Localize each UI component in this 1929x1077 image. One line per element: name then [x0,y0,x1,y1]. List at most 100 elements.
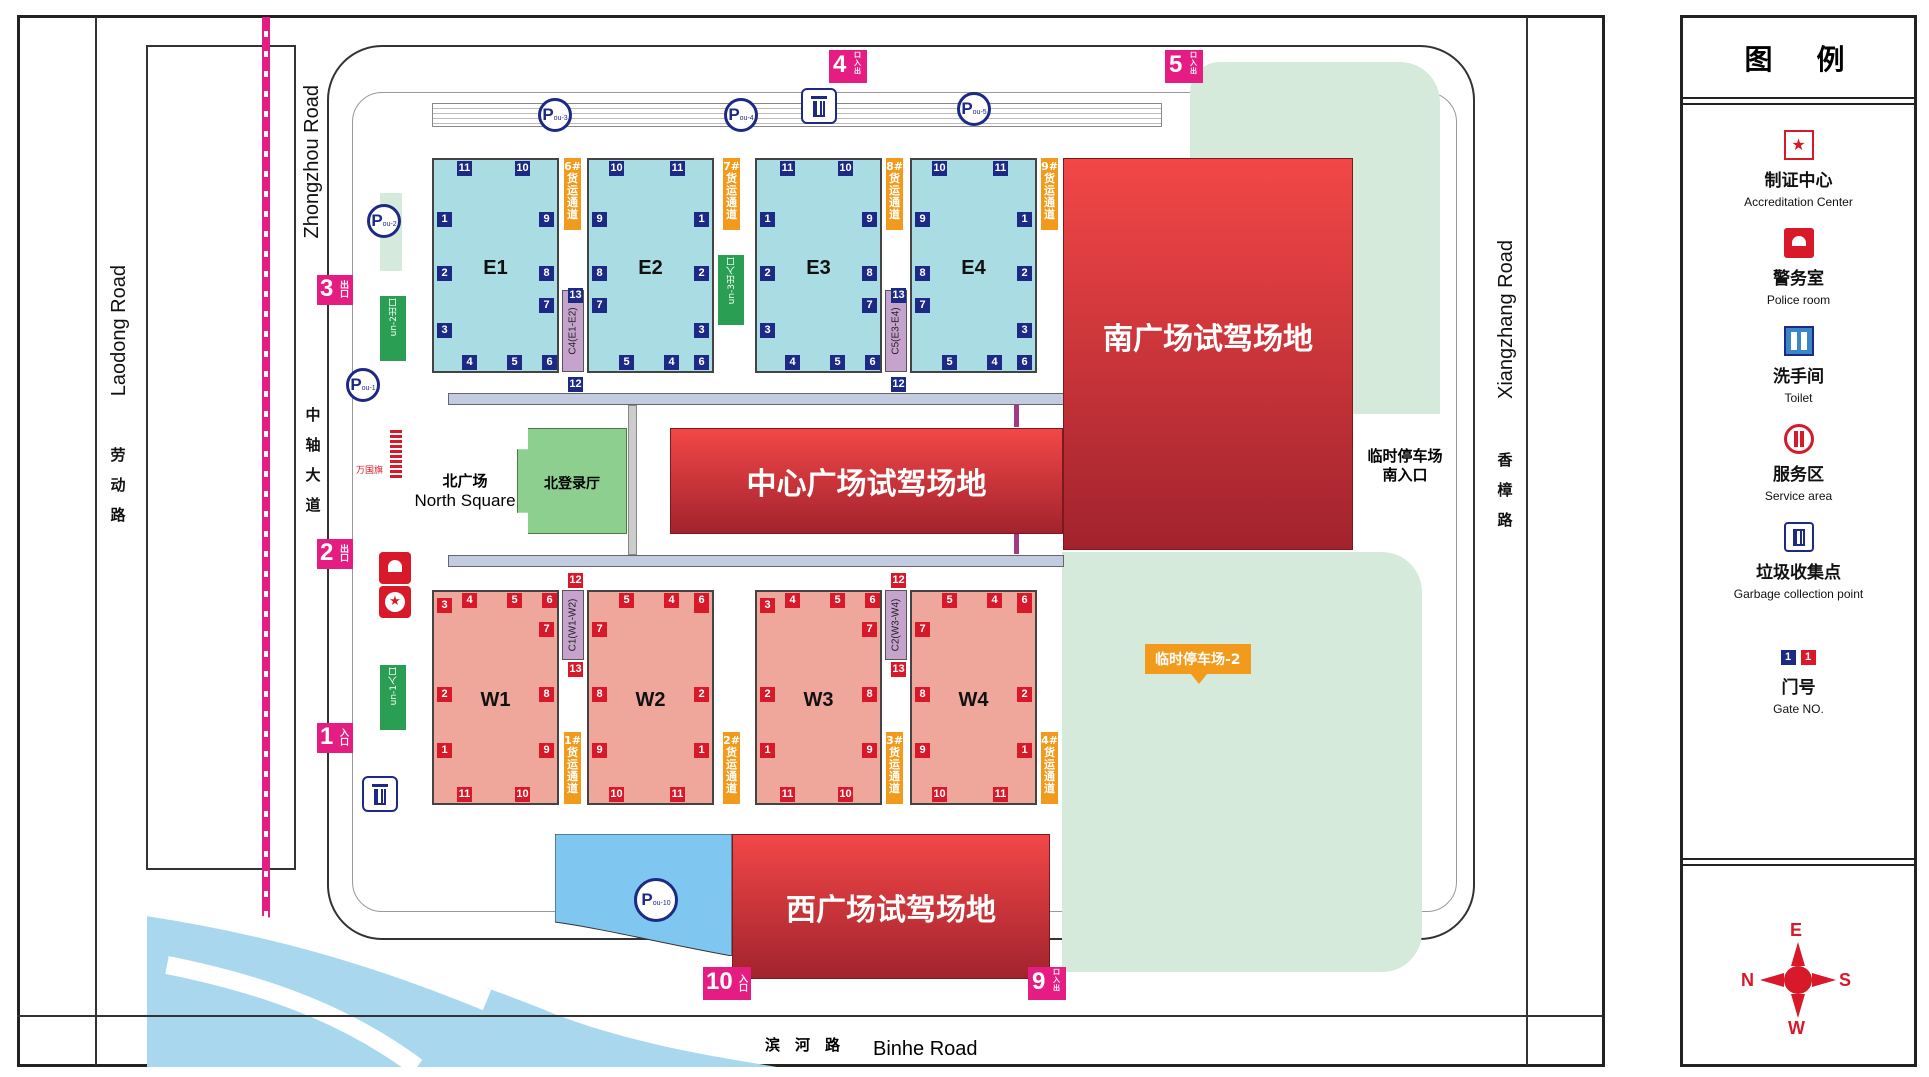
garbage-icon [1783,522,1814,552]
gate-number-marker: 1 [1017,743,1032,758]
cargo-channel-4: 4#货运通道 [1041,732,1058,804]
cargo-channel-6: 6#货运通道 [564,158,581,230]
cargo-channel-9: 9#货运通道 [1041,158,1058,230]
gate-number-marker: 9 [915,212,930,227]
gate-number-marker: 6 [865,593,880,608]
gate-number-marker: 7 [592,298,607,313]
gate-number-marker: 2 [760,266,775,281]
parking-10-icon[interactable]: Pou-10 [634,878,678,922]
east-corridor-top [448,393,1064,405]
gate-number-marker: 8 [915,266,930,281]
police-room-icon[interactable] [379,552,411,584]
garbage-icon[interactable] [801,88,837,124]
gate-number-marker: 7 [862,622,877,637]
gate-number-marker: 7 [539,298,554,313]
bus-stop-1-entrance[interactable]: un-1入口 [380,665,406,730]
lawn-southeast [1062,552,1422,972]
temp-parking-2-label[interactable]: 临时停车场-2 [1145,644,1251,674]
parking-3-icon[interactable]: Pou-3 [538,98,572,132]
gate-number-marker: 8 [539,266,554,281]
compass-west: W [1788,1018,1805,1038]
gate-number-marker: 12 [891,377,906,392]
gate-number-marker: 8 [539,687,554,702]
hall-w4[interactable]: W4 [910,590,1037,805]
gate-number-icon: 1 1 [1780,650,1817,665]
gate-number-marker: 3 [760,598,775,613]
parking-4-icon[interactable]: Pou-4 [724,98,758,132]
gate-number-marker: 10 [932,787,947,802]
gate-number-marker: 3 [760,323,775,338]
gate-number-marker: 1 [694,212,709,227]
accreditation-center-icon[interactable]: ★ [379,586,411,618]
hall-e2[interactable]: E2 [587,158,714,373]
legend-divider-1 [1682,97,1915,99]
gate-number-marker: 8 [862,266,877,281]
south-square-drive-area[interactable]: 南广场试驾场地 [1063,158,1353,550]
center-walkway [628,405,637,555]
police-room-icon [1783,228,1814,258]
garbage-icon[interactable] [362,776,398,812]
gate-number-marker: 10 [609,787,624,802]
gate-number-marker: 3 [437,598,452,613]
gate-number-marker: 1 [437,743,452,758]
gate-number-marker: 12 [568,573,583,588]
parking-5-icon[interactable]: Pou-5 [957,92,991,126]
north-registration-hall[interactable]: 北登录厅 [517,428,627,534]
gate-number-marker: 3 [437,323,452,338]
laodong-road-en-label: Laodong Road [108,265,130,397]
gate-number-marker: 4 [785,593,800,608]
hall-e4[interactable]: E4 [910,158,1037,373]
gate-number-marker: 10 [515,787,530,802]
gate-number-marker: 3 [1017,323,1032,338]
gate-number-marker: 5 [619,593,634,608]
river [145,895,777,1067]
gate-number-marker: 3 [694,323,709,338]
gate-number-marker: 5 [507,355,522,370]
parking-1-icon[interactable]: Pou-1 [346,368,380,402]
legend-title: 图 例 [1744,43,1853,76]
bus-stop-3-gate[interactable]: un-3出入口 [718,255,744,325]
connector-pipe-bottom [1014,534,1019,554]
gate-number-marker: 9 [539,212,554,227]
gate-number-marker: 13 [568,662,583,677]
connector-pipe-top [1014,405,1019,427]
zhongzhou-road-en-label: Zhongzhou Road [301,85,323,239]
cargo-channel-8: 8#货运通道 [886,158,903,230]
gate-number-marker: 4 [664,355,679,370]
gate-number-marker: 6 [694,593,709,608]
hall-e1[interactable]: E1 [432,158,559,373]
legend-divider-3 [1682,858,1915,860]
west-square-drive-area[interactable]: 西广场试驾场地 [732,834,1050,979]
gate-number-marker: 12 [568,377,583,392]
compass-east: E [1790,920,1803,940]
gate-number-marker: 7 [592,622,607,637]
legend-item-gate: 1 1 门号 Gate NO. [1773,650,1824,716]
gate-number-marker: 13 [891,288,906,303]
bus-stop-2-exit[interactable]: un-2出口 [380,296,406,361]
flag-array [390,430,402,480]
connector-c1[interactable]: C1(W1-W2) [562,590,584,660]
center-square-drive-area[interactable]: 中心广场试驾场地 [670,428,1063,534]
gate-number-marker: 6 [1017,593,1032,608]
legend-divider-4 [1682,864,1915,866]
connector-c2[interactable]: C2(W3-W4) [885,590,907,660]
gate-number-marker: 7 [915,298,930,313]
hall-w2[interactable]: W2 [587,590,714,805]
parking-2-icon[interactable]: Pou-2 [367,204,401,238]
gate-number-marker: 11 [993,787,1008,802]
legend-item-garbage: 垃圾收集点 Garbage collection point [1680,522,1917,601]
gate-number-marker: 1 [437,212,452,227]
gate-number-marker: 6 [1017,355,1032,370]
hall-w3[interactable]: W3 [755,590,882,805]
legend-item-accreditation: ★ 制证中心 Accreditation Center [1680,130,1917,209]
gate-number-marker: 11 [457,787,472,802]
hall-e3[interactable]: E3 [755,158,882,373]
hall-w1[interactable]: W1 [432,590,559,805]
